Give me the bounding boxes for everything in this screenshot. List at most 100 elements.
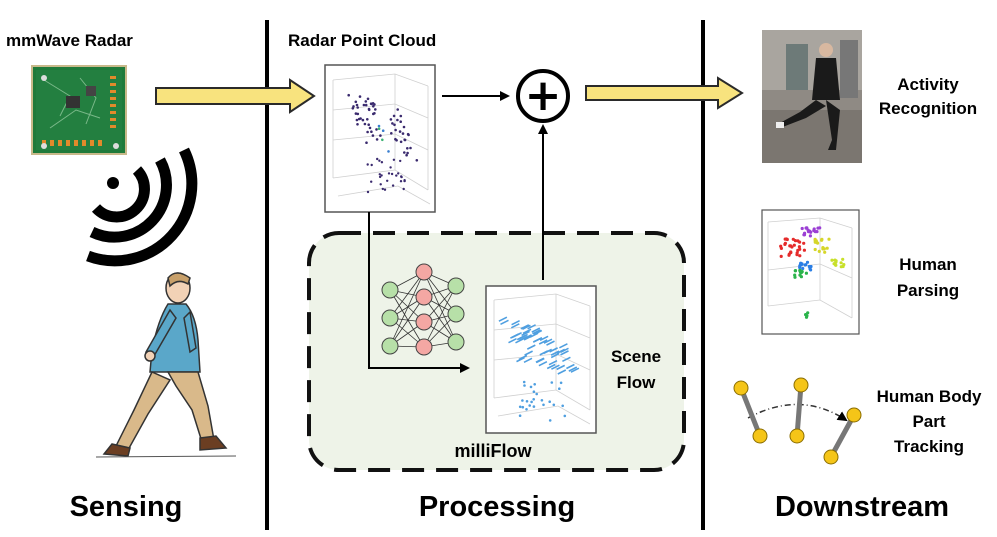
parsing-dot [789, 244, 793, 248]
parsing-dot [841, 257, 845, 261]
scene-flow-plot [485, 285, 597, 434]
nn-edge [389, 296, 425, 347]
flow-dot [521, 399, 524, 402]
flow-dot [532, 390, 536, 394]
point-cloud-dot [394, 128, 397, 132]
parsing-dot [804, 315, 809, 319]
nn-edge [423, 285, 457, 348]
point-cloud-dot [386, 179, 389, 182]
flow-vector [566, 363, 575, 370]
parsing-dot [800, 226, 804, 231]
section-title-downstream: Downstream [775, 491, 949, 523]
flow-vector [522, 328, 532, 335]
point-cloud-dot [378, 173, 381, 176]
flow-dot [529, 385, 533, 389]
point-cloud-dot [391, 184, 395, 187]
parsing-dot [834, 263, 838, 267]
flow-dot [548, 419, 552, 422]
parsing-dot [798, 268, 802, 273]
flow-dot [532, 405, 536, 408]
flow-dot [533, 383, 536, 386]
flow-vector [543, 348, 553, 355]
point-cloud-dot [393, 123, 396, 127]
point-cloud-dot [372, 105, 375, 108]
flow-dot [542, 403, 545, 407]
point-cloud-dot [402, 187, 405, 191]
point-cloud-dot [371, 102, 375, 105]
parsing-dot [798, 254, 802, 258]
point-cloud-dot [378, 175, 382, 179]
flow-vector [533, 329, 543, 336]
nn-neuron [381, 281, 399, 299]
nn-edge [389, 271, 425, 347]
parsing-dot [825, 246, 829, 250]
parsing-dot [813, 247, 817, 252]
nn-edge [423, 271, 457, 343]
parsing-dot [779, 254, 783, 258]
parsing-plot [761, 209, 860, 335]
parsing-dots [779, 226, 846, 319]
point-cloud-dot [405, 153, 408, 157]
point-cloud-dot [370, 180, 373, 183]
flow-dot [522, 380, 526, 384]
point-cloud-dot [371, 134, 375, 137]
flow-vector [518, 354, 528, 361]
point-cloud-dot [399, 140, 403, 144]
point-cloud-dot [356, 112, 360, 116]
point-cloud-dot [367, 123, 371, 126]
nn-edge [389, 271, 425, 319]
combine-symbol: + [525, 70, 562, 121]
flow-dot [548, 400, 551, 404]
parsing-dot [822, 247, 826, 251]
point-cloud-dot [376, 157, 379, 161]
point-cloud-dot [347, 93, 351, 97]
flow-vector [500, 319, 509, 326]
flow-vector [511, 332, 521, 339]
nn-edge [423, 271, 457, 315]
flow-dot [552, 403, 556, 407]
parsing-dot [802, 233, 806, 237]
scene-flow-label-1: Scene [611, 347, 661, 366]
point-cloud-dot [367, 108, 371, 112]
flow-dot [530, 400, 533, 404]
parsing-dot [802, 248, 807, 252]
point-cloud-dot [406, 147, 409, 150]
point-cloud-dot [379, 134, 382, 137]
flow-vector [556, 364, 566, 371]
parsing-dot [801, 266, 805, 271]
parsing-dot [797, 245, 802, 249]
nn-neuron [381, 337, 399, 355]
point-cloud-dot [375, 138, 379, 141]
flow-vector [549, 347, 558, 353]
plus-circle-icon: + [516, 69, 570, 123]
flow-vector [532, 329, 541, 335]
point-cloud-dot [396, 108, 400, 111]
point-cloud-dot [395, 139, 398, 142]
point-cloud-dot [366, 130, 369, 134]
section-title-processing: Processing [419, 491, 575, 523]
point-cloud-dot [403, 179, 406, 183]
flow-vector [546, 363, 556, 370]
flow-vector [523, 357, 533, 364]
parsing-dot [805, 260, 810, 264]
parsing-dot [833, 258, 837, 262]
point-cloud-dot [377, 124, 381, 128]
nn-neuron [447, 277, 465, 295]
point-cloud-dot [401, 132, 405, 135]
activity-label-1: Activity [897, 75, 959, 94]
point-cloud-dot [407, 133, 410, 137]
point-cloud-dot [355, 103, 359, 107]
point-cloud-dot [392, 114, 396, 118]
flow-dot [528, 404, 531, 407]
flow-vector [559, 343, 568, 349]
flow-vector [539, 335, 549, 342]
flow-vector [535, 357, 545, 363]
point-cloud-dot [359, 117, 362, 120]
flow-vector [551, 364, 560, 370]
flow-vector [520, 324, 530, 330]
point-cloud-dot [381, 138, 384, 142]
point-cloud-dot [364, 100, 368, 103]
tracking-label-3: Tracking [894, 437, 964, 456]
parsing-dot [787, 252, 791, 256]
flow-vector [510, 323, 520, 329]
